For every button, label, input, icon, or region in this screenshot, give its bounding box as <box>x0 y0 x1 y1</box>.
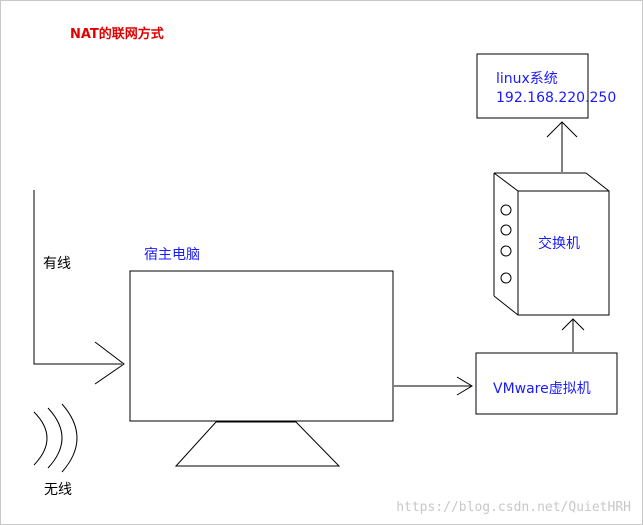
linux-ip-label: 192.168.220.250 <box>496 90 617 106</box>
wireless-waves-icon <box>33 403 78 473</box>
switch-port <box>500 224 512 236</box>
watermark: https://blog.csdn.net/QuietHRH <box>396 500 631 515</box>
host-label: 宿主电脑 <box>144 247 200 263</box>
wired-label: 有线 <box>43 256 71 272</box>
switch-label: 交换机 <box>538 236 580 252</box>
switch-port <box>500 272 512 284</box>
switch-port <box>500 204 512 216</box>
vmware-box <box>475 352 618 415</box>
switch-device <box>493 172 610 316</box>
host-monitor-stand <box>174 421 341 467</box>
linux-system-label: linux系统 <box>496 71 558 87</box>
arrow-head-up-switch <box>561 318 585 331</box>
diagram-title: NAT的联网方式 <box>70 27 164 42</box>
vmware-label: VMware虚拟机 <box>493 381 591 397</box>
linux-system-box <box>476 53 589 119</box>
switch-port <box>500 245 512 257</box>
arrow-head-up-linux <box>546 121 578 138</box>
wireless-label: 无线 <box>44 482 72 498</box>
host-monitor <box>129 270 394 422</box>
arrow-head-right-host <box>94 341 125 385</box>
arrow-head-right-vmware <box>456 376 473 396</box>
wired-line <box>33 190 122 365</box>
